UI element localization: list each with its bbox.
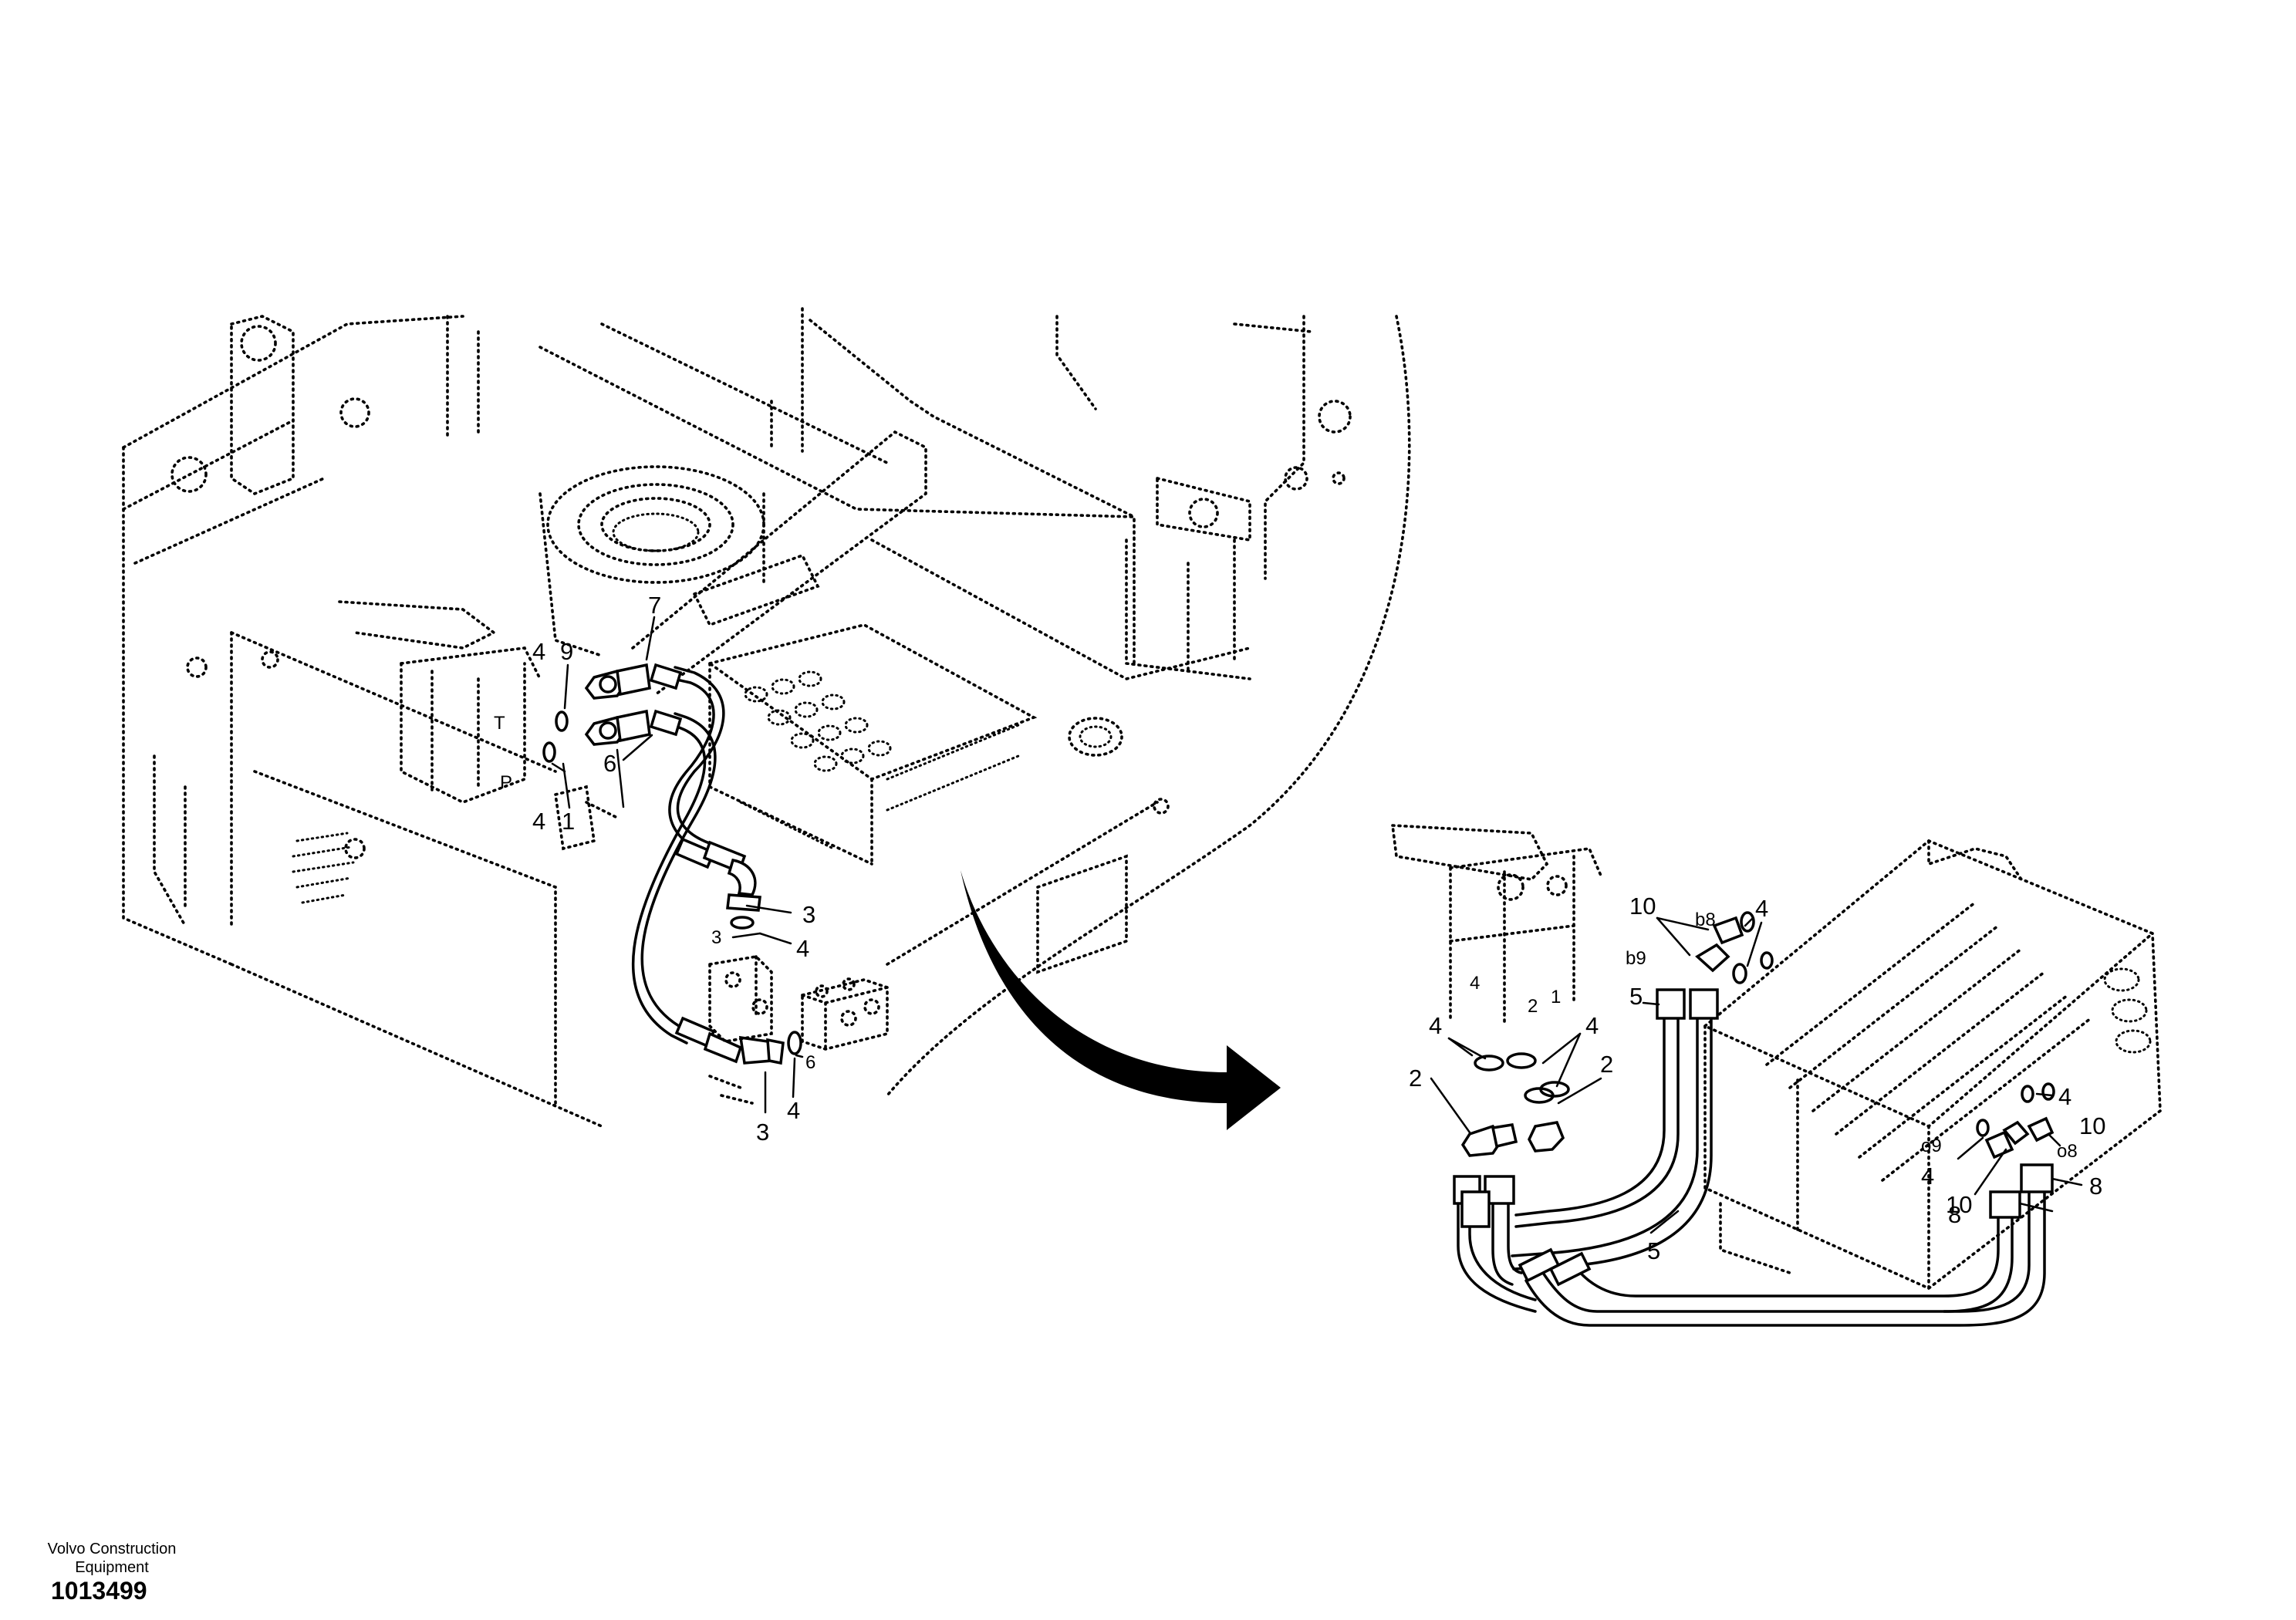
hose-assembly-left bbox=[631, 663, 725, 1048]
junction-block bbox=[708, 955, 773, 1043]
callout-3: 3 bbox=[802, 901, 815, 928]
callout-9: 9 bbox=[560, 638, 573, 665]
callout-1: 1 bbox=[562, 808, 575, 835]
callout-4: 4 bbox=[1585, 1012, 1599, 1039]
callout-4: 4 bbox=[2058, 1083, 2071, 1110]
view-direction-arrow bbox=[961, 870, 1281, 1130]
footer-company: Volvo Construction Equipment bbox=[47, 1541, 177, 1576]
port-mark-p: P bbox=[500, 772, 512, 793]
callout-2: 2 bbox=[1600, 1051, 1613, 1078]
grille bbox=[292, 832, 355, 904]
callout-6: 6 bbox=[805, 1052, 815, 1073]
callout-1: 1 bbox=[1551, 987, 1561, 1007]
callout-5: 5 bbox=[1629, 983, 1643, 1010]
leader-lines-left bbox=[551, 616, 804, 1114]
callout-4: 4 bbox=[1429, 1012, 1442, 1039]
callout-b8: b8 bbox=[1695, 910, 1716, 930]
callout-8: 8 bbox=[1948, 1201, 1961, 1228]
callout-4: 4 bbox=[532, 808, 545, 835]
callout-4: 4 bbox=[532, 638, 545, 665]
callout-b9: b9 bbox=[1626, 948, 1646, 969]
callout-4: 4 bbox=[796, 935, 809, 962]
callout-3: 3 bbox=[711, 927, 721, 948]
footer-drawing-number: 1013499 bbox=[51, 1577, 147, 1605]
callout-10: 10 bbox=[1629, 893, 1656, 920]
callout-7: 7 bbox=[648, 592, 661, 619]
callout-10: 10 bbox=[1946, 1191, 1972, 1218]
elbow-fitting-lower bbox=[703, 1031, 802, 1065]
upper-frame-outline bbox=[122, 307, 1411, 1128]
pilot-valve-left bbox=[338, 600, 619, 851]
hose-assembly-right bbox=[1453, 988, 2054, 1327]
callout-4: 4 bbox=[1755, 895, 1768, 922]
callout-5: 5 bbox=[1647, 1237, 1660, 1264]
port-mark-t: T bbox=[494, 713, 505, 734]
callout-3: 3 bbox=[756, 1119, 769, 1146]
pilot-valve-right bbox=[1390, 824, 1602, 1028]
tee-block bbox=[708, 977, 889, 1105]
callouts-right: 10 b8 4 b9 4 1 2 5 4 4 2 2 4 10 o9 4 10 … bbox=[1409, 893, 2105, 1264]
o-rings-left bbox=[542, 710, 569, 763]
callout-4: 4 bbox=[1470, 973, 1480, 994]
elbow-fitting-middle bbox=[702, 840, 761, 930]
control-valve-right bbox=[1702, 839, 2162, 1291]
callout-2: 2 bbox=[1528, 996, 1538, 1017]
callouts-left: 7 9 4 1 4 6 3 3 4 6 4 3 T P bbox=[494, 592, 815, 1146]
fitting-1 bbox=[584, 709, 651, 746]
callout-4: 4 bbox=[787, 1097, 800, 1124]
control-valve-left bbox=[706, 623, 1038, 866]
callout-o8: o8 bbox=[2057, 1141, 2078, 1162]
leader-lines-right bbox=[1430, 916, 2083, 1234]
callout-10: 10 bbox=[2079, 1112, 2105, 1139]
callout-6: 6 bbox=[603, 750, 616, 777]
callout-8: 8 bbox=[2089, 1173, 2102, 1200]
fittings-right bbox=[1460, 911, 2055, 1159]
fitting-9 bbox=[584, 663, 651, 700]
callout-o9: o9 bbox=[1921, 1136, 1942, 1156]
callout-4: 4 bbox=[1921, 1163, 1934, 1190]
callout-2: 2 bbox=[1409, 1065, 1422, 1092]
